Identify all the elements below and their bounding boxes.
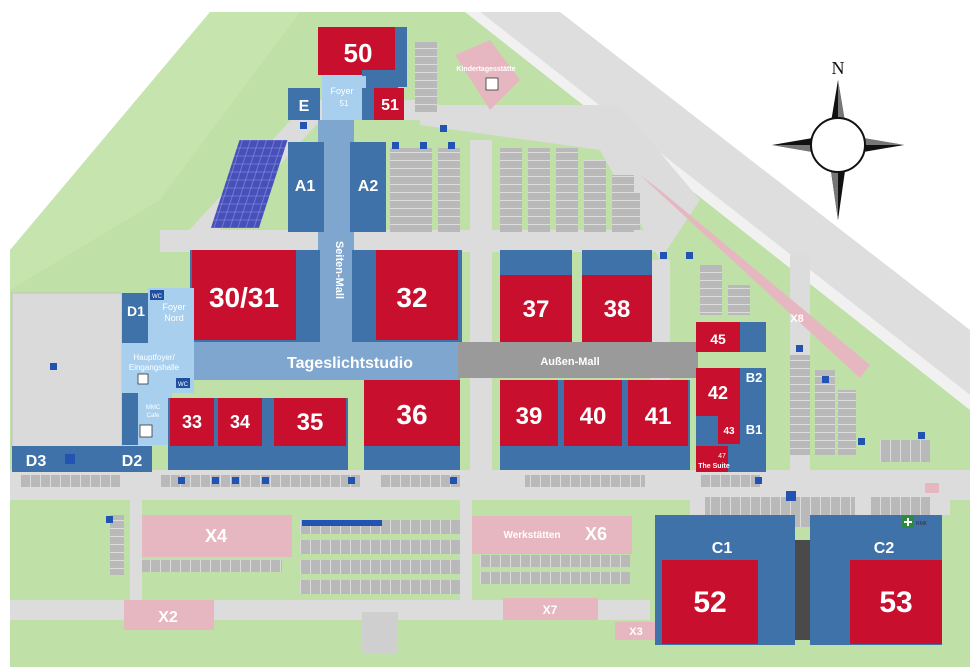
restaurant-icon <box>139 424 153 438</box>
foyer-nord-label-2: Nord <box>164 313 184 323</box>
hall-a2-label: A2 <box>358 178 379 195</box>
x8-label: X8 <box>790 313 803 325</box>
foyer-51-title: Foyer <box>330 86 353 96</box>
aussen-mall[interactable] <box>458 342 698 378</box>
hall-43-label: 43 <box>723 426 735 437</box>
hall-30-31-label: 30/31 <box>209 282 279 313</box>
d-wing <box>122 393 138 445</box>
hall-35-label: 35 <box>297 409 324 436</box>
hall-53[interactable] <box>850 560 942 644</box>
hall-d1[interactable] <box>122 293 150 343</box>
hall-d3[interactable] <box>12 446 152 472</box>
seiten-mall-label: Seiten-Mall <box>333 241 345 299</box>
hall-51-side <box>362 88 374 120</box>
hall-c1-label: C1 <box>712 540 733 557</box>
c-link <box>795 540 810 640</box>
first-aid-icon: RMK <box>902 516 928 528</box>
foyer-51-num: 51 <box>340 99 349 108</box>
hall-50-label: 50 <box>344 38 373 68</box>
hall-35[interactable] <box>274 398 346 446</box>
hall-30-31[interactable] <box>192 250 296 340</box>
hall-50[interactable] <box>318 27 398 75</box>
hall-e-label: E <box>299 98 310 115</box>
hall-47[interactable] <box>696 446 728 472</box>
svg-text:RMK: RMK <box>916 521 928 527</box>
hall-32-label: 32 <box>396 282 427 313</box>
hall-40[interactable] <box>564 380 622 446</box>
hauptfoyer-label-1: Hauptfoyer/ <box>133 353 175 362</box>
mmc-label-1: MMC <box>146 405 161 411</box>
foyer-nord-label-1: Foyer <box>162 302 185 312</box>
accessible-parking-icons <box>50 122 925 526</box>
solar-field <box>210 140 288 228</box>
svg-text:WC: WC <box>152 294 163 300</box>
hall-51[interactable] <box>372 88 404 120</box>
hall-37-label: 37 <box>523 296 550 323</box>
hall-38[interactable] <box>582 275 652 342</box>
hall-52[interactable] <box>662 560 758 644</box>
playground-icon <box>485 77 499 91</box>
north-label: N <box>832 58 845 78</box>
hall-39-label: 39 <box>516 403 543 430</box>
hall-37[interactable] <box>500 275 572 342</box>
wc-icon: WC <box>150 290 164 300</box>
kita-label: Kindertagesstätte <box>456 66 515 73</box>
hall-52-label: 52 <box>693 586 726 619</box>
hall-42-label: 42 <box>708 383 728 403</box>
hall-38-label: 38 <box>604 296 631 323</box>
hall-32[interactable] <box>376 250 458 340</box>
hall-36-label: 36 <box>396 399 427 430</box>
hall-a1[interactable] <box>288 142 324 232</box>
foyer-51[interactable] <box>322 76 366 120</box>
hall-33[interactable] <box>170 398 214 446</box>
info-icon <box>137 373 149 385</box>
mmc-label-2: Cafe <box>147 413 160 419</box>
x6-label: X6 <box>585 524 607 544</box>
wc-icon: WC <box>176 378 190 388</box>
hall-d2-label: D2 <box>122 453 143 470</box>
hall-43[interactable] <box>718 416 740 444</box>
hall-45[interactable] <box>696 322 740 352</box>
hall-41-label: 41 <box>645 403 672 430</box>
compass-rose: N <box>772 58 904 220</box>
x7-label: X7 <box>543 603 558 617</box>
tageslichtstudio[interactable] <box>190 340 460 380</box>
grass-top-left <box>10 12 300 290</box>
hall-53-label: 53 <box>879 586 912 619</box>
the-suite-label: The Suite <box>698 463 730 470</box>
hauptfoyer-label-2: Eingangshalle <box>129 363 180 372</box>
x2-label: X2 <box>158 609 178 626</box>
x4-label: X4 <box>205 526 227 546</box>
hall-34-label: 34 <box>230 412 250 432</box>
hall-40-label: 40 <box>580 403 607 430</box>
hall-c2-label: C2 <box>874 540 895 557</box>
tageslichtstudio-label: Tageslichtstudio <box>287 355 413 372</box>
hall-a2[interactable] <box>350 142 386 232</box>
aussen-mall-label: Außen-Mall <box>540 356 599 368</box>
aux-buildings <box>124 40 939 640</box>
gatehouse <box>362 612 398 654</box>
hall-36[interactable] <box>364 380 460 446</box>
hall-42[interactable] <box>696 368 740 416</box>
parking-lots <box>14 42 930 594</box>
hall-47-label: 47 <box>718 453 726 460</box>
hall-33-label: 33 <box>182 412 202 432</box>
parking-garage-west <box>11 292 123 449</box>
hall-51-label: 51 <box>381 97 399 114</box>
hall-34[interactable] <box>218 398 262 446</box>
x3-label: X3 <box>629 626 642 638</box>
hall-d1-label: D1 <box>127 303 145 319</box>
hall-b2-label: B2 <box>746 370 763 385</box>
svg-text:WC: WC <box>178 382 189 388</box>
hall-39[interactable] <box>500 380 558 446</box>
werkstaetten-label: Werkstätten <box>503 530 560 541</box>
hall-d3-label: D3 <box>26 453 47 470</box>
hall-e[interactable] <box>288 88 320 120</box>
hall-45-label: 45 <box>710 331 726 347</box>
hall-a1-label: A1 <box>295 178 316 195</box>
hall-41[interactable] <box>628 380 688 446</box>
hall-b1-label: B1 <box>746 422 763 437</box>
hall-51-link <box>362 70 398 90</box>
